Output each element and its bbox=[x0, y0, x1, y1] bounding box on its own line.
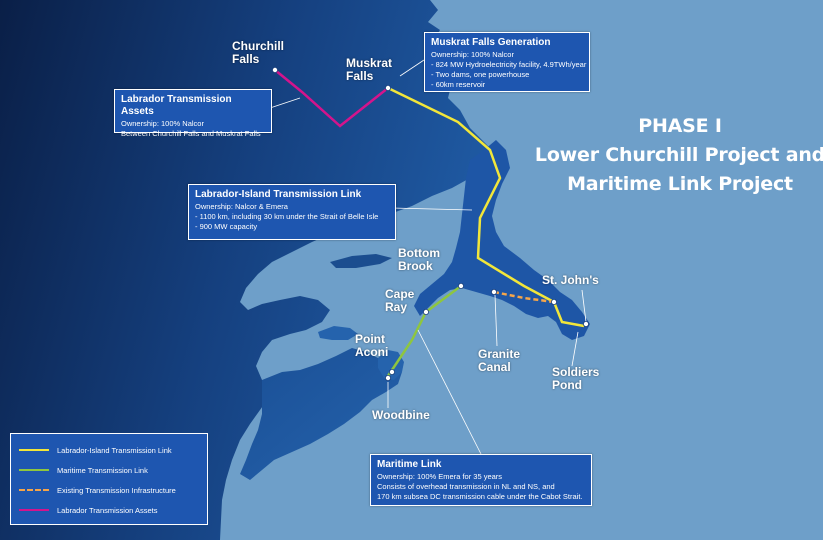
infobox-maritime-title: Maritime Link bbox=[377, 459, 442, 470]
title-line-2: Lower Churchill Project and bbox=[534, 144, 823, 166]
legend: Labrador-Island Transmission Link Mariti… bbox=[10, 433, 208, 525]
legend-row-maritime: Maritime Transmission Link bbox=[19, 460, 199, 480]
nova-scotia bbox=[240, 348, 402, 480]
title-line-1: PHASE I bbox=[638, 115, 722, 137]
place-woodbine: Woodbine bbox=[372, 408, 430, 422]
place-granite-canal: Granite Canal bbox=[478, 347, 521, 374]
legend-row-labrador: Labrador Transmission Assets bbox=[19, 500, 199, 520]
leader-st-johns bbox=[581, 289, 587, 323]
soldiers-pond-marker bbox=[551, 298, 558, 305]
title-block: PHASE I Lower Churchill Project and Mari… bbox=[520, 112, 823, 199]
place-bottom-brook: Bottom Brook bbox=[398, 246, 440, 273]
leader-granite bbox=[494, 294, 498, 347]
leader-soldiers bbox=[571, 331, 579, 367]
infobox-muskrat-title: Muskrat Falls Generation bbox=[431, 37, 551, 48]
leader-labrador-assets bbox=[269, 97, 301, 109]
infobox-muskrat-generation: Muskrat Falls Generation Ownership: 100%… bbox=[424, 32, 590, 92]
anticosti bbox=[330, 254, 392, 268]
legend-swatch-maritime bbox=[19, 469, 49, 471]
place-point-aconi: Point Aconi bbox=[355, 332, 389, 359]
legend-label-lil: Labrador-Island Transmission Link bbox=[57, 445, 172, 455]
legend-swatch-labrador bbox=[19, 509, 49, 511]
leader-lil bbox=[391, 207, 473, 211]
leader-muskrat bbox=[399, 59, 425, 77]
labrador-island-transmission-line bbox=[387, 86, 585, 328]
infobox-lil-title: Labrador-Island Transmission Link bbox=[195, 189, 362, 200]
place-soldiers-pond: Soldiers Pond bbox=[552, 365, 600, 392]
place-churchill-falls: Churchill Falls bbox=[232, 39, 285, 66]
legend-label-existing: Existing Transmission Infrastructure bbox=[57, 485, 176, 495]
legend-label-maritime: Maritime Transmission Link bbox=[57, 465, 148, 475]
bottom-brook-marker bbox=[457, 282, 464, 289]
leader-lines bbox=[269, 59, 587, 457]
cape-breton bbox=[378, 350, 404, 380]
point-aconi-marker bbox=[388, 368, 395, 375]
woodbine-marker bbox=[384, 374, 391, 381]
muskrat-falls-marker bbox=[384, 85, 391, 92]
mainland bbox=[0, 0, 492, 540]
legend-row-existing: Existing Transmission Infrastructure bbox=[19, 480, 199, 500]
place-muskrat-falls: Muskrat Falls bbox=[346, 56, 393, 83]
maritime-transmission-line bbox=[386, 284, 462, 377]
infobox-maritime: Maritime Link Ownership: 100% Emera for … bbox=[370, 454, 592, 506]
legend-swatch-lil bbox=[19, 449, 49, 451]
legend-label-labrador: Labrador Transmission Assets bbox=[57, 505, 158, 515]
granite-canal-marker bbox=[490, 288, 497, 295]
cape-ray-marker bbox=[422, 308, 429, 315]
infobox-lil: Labrador-Island Transmission Link Owners… bbox=[188, 184, 396, 240]
leader-maritime bbox=[417, 329, 483, 457]
infobox-labrador-assets: Labrador Transmission Assets Ownership: … bbox=[114, 89, 272, 138]
pei bbox=[318, 326, 358, 340]
newfoundland bbox=[414, 140, 590, 340]
place-st-johns: St. John's bbox=[542, 273, 599, 287]
churchill-falls-marker bbox=[271, 67, 278, 74]
st-johns-marker bbox=[583, 320, 590, 327]
place-cape-ray: Cape Ray bbox=[385, 287, 415, 314]
existing-transmission-line bbox=[493, 290, 555, 304]
title-line-3: Maritime Link Project bbox=[567, 173, 793, 195]
infobox-labrador-title: Labrador Transmission Assets bbox=[121, 94, 232, 117]
legend-row-lil: Labrador-Island Transmission Link bbox=[19, 440, 199, 460]
legend-swatch-existing bbox=[19, 489, 49, 491]
station-markers bbox=[271, 67, 590, 381]
labrador-transmission-line bbox=[274, 69, 389, 128]
